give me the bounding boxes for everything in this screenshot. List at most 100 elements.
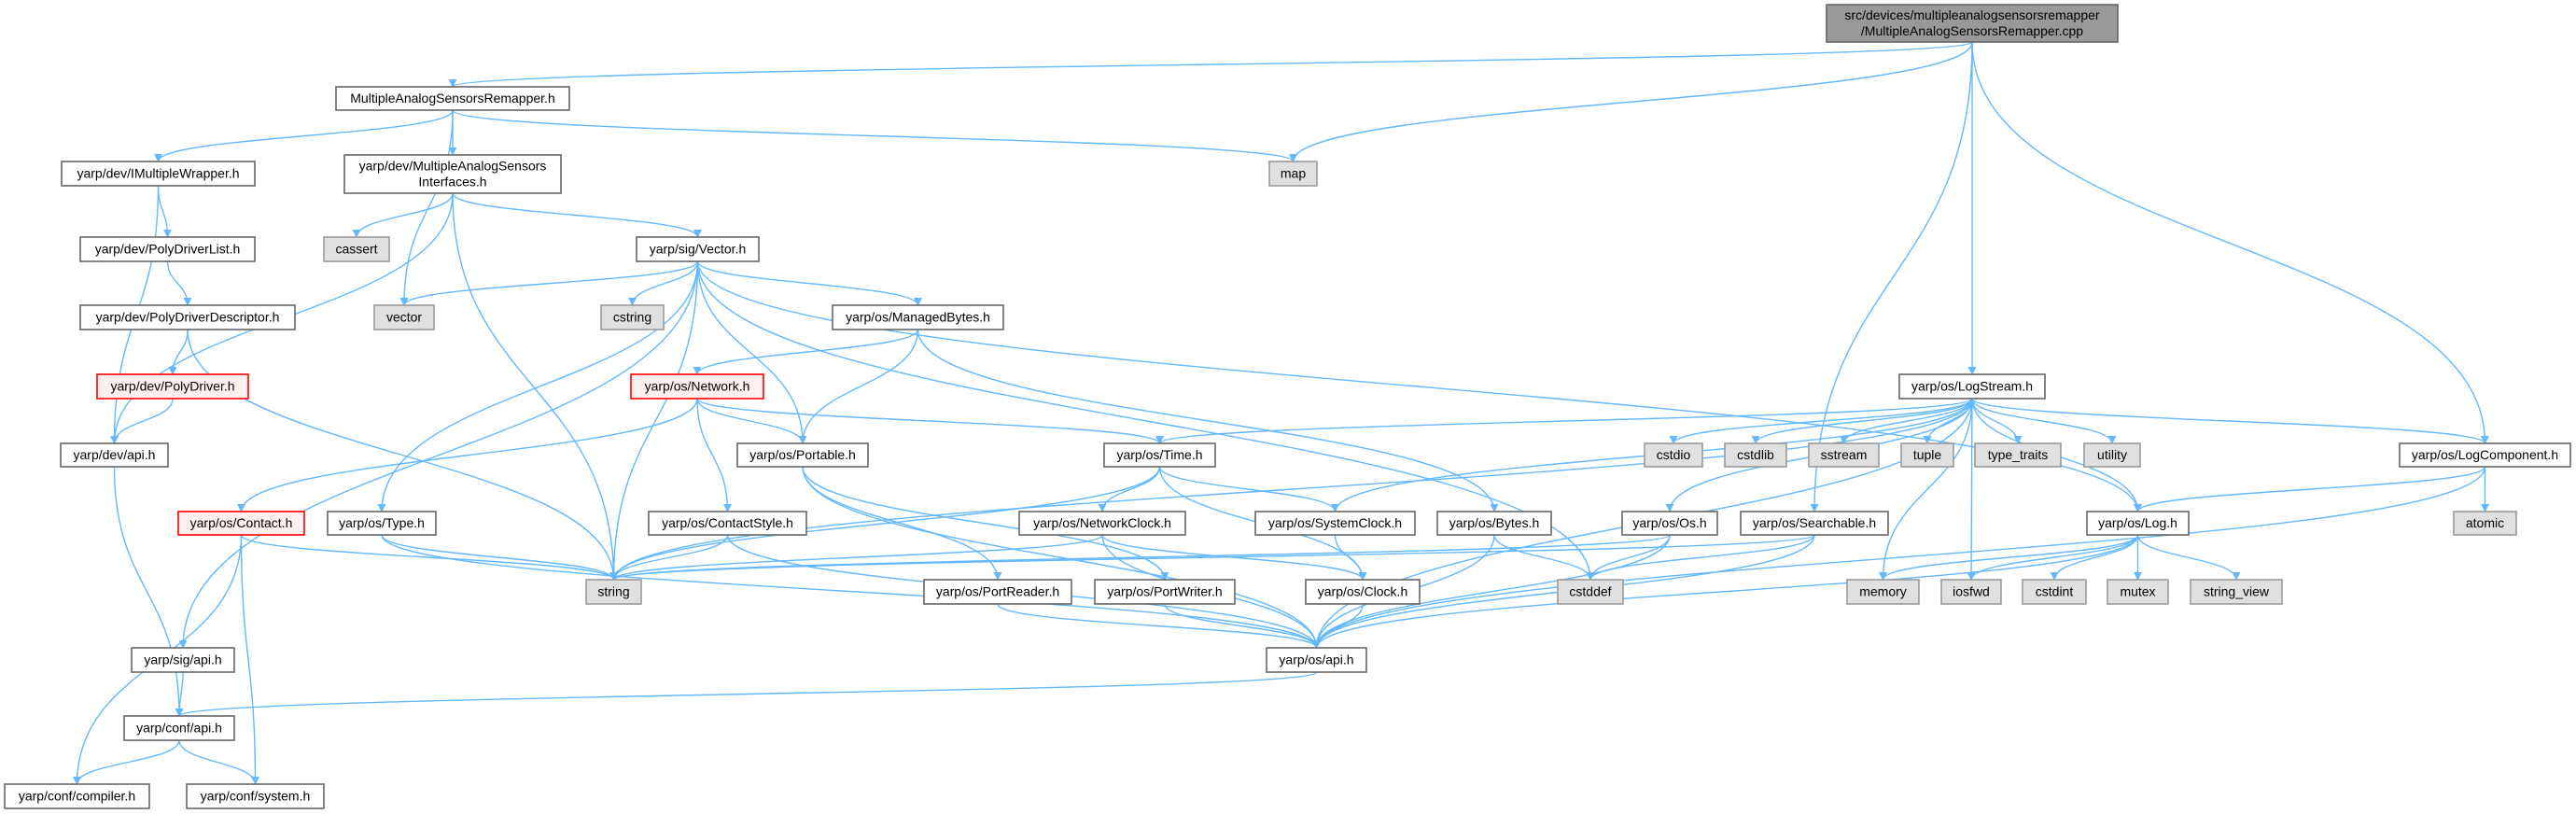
edge-pdd-to-polydriver	[168, 329, 189, 375]
node-cstddef[interactable]: cstddef	[1557, 579, 1624, 605]
node-masi[interactable]: yarp/dev/MultipleAnalogSensorsInterfaces…	[343, 154, 562, 194]
edge-logstream-to-sstream	[1840, 398, 1973, 444]
node-managedbytes[interactable]: yarp/os/ManagedBytes.h	[832, 304, 1004, 330]
edge-logstream-to-cstdlib	[1751, 398, 1973, 444]
node-devapi[interactable]: yarp/dev/api.h	[60, 442, 169, 468]
edge-log-to-memory	[1879, 534, 2139, 581]
node-type-traits[interactable]: type_traits	[1974, 442, 2062, 468]
node-label: yarp/os/Searchable.h	[1753, 515, 1876, 530]
node-log[interactable]: yarp/os/Log.h	[2086, 511, 2190, 536]
node-type[interactable]: yarp/os/Type.h	[327, 511, 437, 536]
edge-pdl-to-pdd	[166, 260, 192, 306]
edge-bytes-to-cstddef	[1493, 534, 1595, 581]
node-cstring[interactable]: cstring	[600, 304, 665, 330]
node-label: cstdlib	[1737, 447, 1774, 462]
node-polydriver[interactable]: yarp/dev/PolyDriver.h	[96, 373, 249, 400]
edge-sigapi-to-confapi	[175, 671, 184, 717]
node-logstream[interactable]: yarp/os/LogStream.h	[1898, 373, 2046, 400]
node-vector[interactable]: vector	[373, 304, 435, 330]
node-pdl[interactable]: yarp/dev/PolyDriverList.h	[79, 236, 256, 262]
node-box	[343, 154, 562, 194]
node-osapi[interactable]: yarp/os/api.h	[1266, 647, 1367, 673]
node-portwriter[interactable]: yarp/os/PortWriter.h	[1094, 579, 1236, 605]
node-label: yarp/os/Os.h	[1632, 515, 1706, 530]
edge-time-to-string	[609, 466, 1161, 581]
node-searchable[interactable]: yarp/os/Searchable.h	[1740, 511, 1889, 536]
node-root[interactable]: src/devices/multipleanalogsensorsremappe…	[1826, 4, 2119, 43]
node-label: cassert	[335, 242, 377, 257]
edge-logstream-to-logcomponent	[1971, 398, 2489, 444]
node-string-view[interactable]: string_view	[2190, 579, 2283, 605]
node-sigapi[interactable]: yarp/sig/api.h	[131, 647, 235, 673]
node-box	[600, 304, 665, 330]
edge-network-to-contactstyle	[696, 398, 732, 512]
node-pdd[interactable]: yarp/dev/PolyDriverDescriptor.h	[79, 304, 296, 330]
node-label: yarp/os/PortReader.h	[936, 584, 1059, 599]
node-sigvector[interactable]: yarp/sig/Vector.h	[636, 236, 760, 262]
node-cstdint[interactable]: cstdint	[2022, 579, 2087, 605]
node-contact[interactable]: yarp/os/Contact.h	[177, 511, 305, 536]
node-box	[1644, 442, 1703, 468]
node-label: yarp/os/Type.h	[339, 515, 425, 530]
node-map[interactable]: map	[1268, 161, 1318, 187]
edge-portwriter-to-osapi	[1164, 603, 1321, 649]
node-imw[interactable]: yarp/dev/IMultipleWrapper.h	[61, 161, 256, 187]
edge-logstream-to-string	[609, 398, 1973, 581]
node-label: cstring	[613, 310, 651, 325]
node-box	[1621, 511, 1718, 536]
node-memory[interactable]: memory	[1846, 579, 1920, 605]
node-cstdlib[interactable]: cstdlib	[1724, 442, 1787, 468]
node-cstdio[interactable]: cstdio	[1644, 442, 1703, 468]
node-time[interactable]: yarp/os/Time.h	[1103, 442, 1216, 468]
node-box	[327, 511, 437, 536]
node-box	[1094, 579, 1236, 605]
node-sstream[interactable]: sstream	[1808, 442, 1880, 468]
node-os[interactable]: yarp/os/Os.h	[1621, 511, 1718, 536]
edge-searchable-to-cstddef	[1586, 534, 1815, 581]
node-masr-h[interactable]: MultipleAnalogSensorsRemapper.h	[335, 86, 570, 111]
node-cassert[interactable]: cassert	[323, 236, 390, 262]
edge-sigvector-to-sigapi	[178, 260, 699, 649]
edge-networkclock-to-string	[609, 534, 1103, 581]
node-contactstyle[interactable]: yarp/os/ContactStyle.h	[648, 511, 807, 536]
node-box	[636, 236, 760, 262]
node-label: yarp/os/Log.h	[2098, 515, 2177, 530]
node-mutex[interactable]: mutex	[2107, 579, 2169, 605]
node-box	[1940, 579, 2002, 605]
node-label: yarp/os/LogStream.h	[1911, 379, 2033, 394]
node-portable[interactable]: yarp/os/Portable.h	[736, 442, 869, 468]
node-atomic[interactable]: atomic	[2453, 511, 2517, 536]
node-bytes[interactable]: yarp/os/Bytes.h	[1436, 511, 1552, 536]
node-clock[interactable]: yarp/os/Clock.h	[1305, 579, 1421, 605]
node-iosfwd[interactable]: iosfwd	[1940, 579, 2002, 605]
edge-searchable-to-string	[609, 534, 1815, 581]
edge-logstream-to-utility	[1971, 398, 2117, 444]
node-networkclock[interactable]: yarp/os/NetworkClock.h	[1018, 511, 1186, 536]
node-portreader[interactable]: yarp/os/PortReader.h	[923, 579, 1072, 605]
node-box	[323, 236, 390, 262]
node-confapi[interactable]: yarp/conf/api.h	[123, 715, 235, 741]
edge-sigvector-to-managedbytes	[696, 260, 922, 306]
node-string[interactable]: string	[585, 579, 642, 605]
edge-masr_h-to-imw	[154, 109, 454, 162]
node-compiler[interactable]: yarp/conf/compiler.h	[4, 783, 150, 809]
edge-log-to-osapi	[1312, 534, 2139, 649]
node-box	[1974, 442, 2062, 468]
edge-masi-to-string	[452, 192, 618, 581]
edge-osapi-to-confapi	[175, 671, 1318, 717]
node-network[interactable]: yarp/os/Network.h	[630, 373, 764, 400]
node-label: yarp/os/NetworkClock.h	[1033, 515, 1171, 530]
node-label: string	[597, 584, 629, 599]
node-label: vector	[386, 310, 422, 325]
edge-sigvector-to-cstring	[628, 260, 699, 306]
node-system[interactable]: yarp/conf/system.h	[186, 783, 325, 809]
edge-log-to-iosfwd	[1967, 534, 2139, 581]
edge-os-to-osapi	[1312, 534, 1671, 649]
node-label: type_traits	[1988, 447, 2049, 462]
node-tuple[interactable]: tuple	[1900, 442, 1954, 468]
edge-root-to-masr_h	[449, 41, 1973, 88]
node-layer: src/devices/multipleanalogsensorsremappe…	[4, 4, 2571, 809]
node-logcomponent[interactable]: yarp/os/LogComponent.h	[2399, 442, 2571, 468]
node-utility[interactable]: utility	[2083, 442, 2141, 468]
node-systemclock[interactable]: yarp/os/SystemClock.h	[1254, 511, 1416, 536]
